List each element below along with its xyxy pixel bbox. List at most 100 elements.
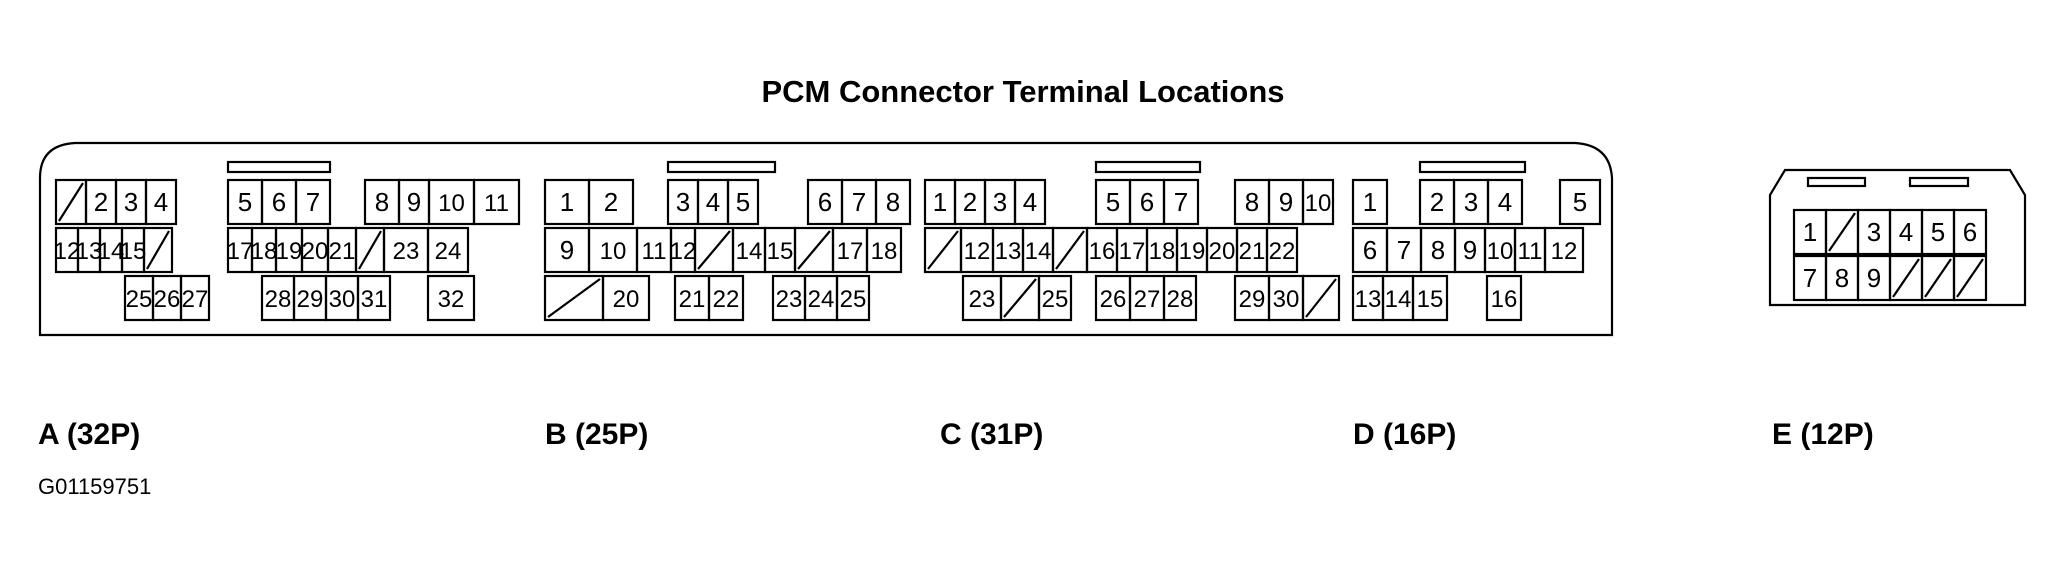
- svg-text:24: 24: [435, 238, 462, 265]
- svg-text:8: 8: [375, 187, 389, 217]
- terminal-e-4: 4: [1888, 208, 1924, 256]
- svg-text:6: 6: [1963, 217, 1977, 247]
- connector-e-label: E (12P): [1772, 418, 1874, 451]
- terminal-c-27: 27: [1128, 274, 1166, 322]
- unused-terminal: [1920, 254, 1956, 302]
- svg-text:29: 29: [1239, 286, 1266, 313]
- svg-text:15: 15: [767, 238, 794, 265]
- svg-text:30: 30: [329, 286, 356, 313]
- svg-text:11: 11: [1518, 238, 1543, 265]
- terminal-d-9: 9: [1453, 226, 1487, 274]
- terminal-c-10: 10: [1301, 178, 1335, 226]
- svg-text:24: 24: [808, 286, 835, 313]
- terminal-d-7: 7: [1385, 226, 1423, 274]
- svg-text:1: 1: [933, 187, 947, 217]
- terminal-c-20: 20: [1205, 226, 1239, 274]
- terminal-b-7: 7: [840, 178, 878, 226]
- svg-text:15: 15: [1417, 286, 1444, 313]
- terminal-d-5: 5: [1558, 178, 1602, 226]
- terminal-d-13: 13: [1351, 274, 1385, 322]
- terminal-e-5: 5: [1920, 208, 1956, 256]
- svg-text:7: 7: [1397, 235, 1411, 265]
- svg-text:11: 11: [642, 238, 667, 265]
- svg-text:12: 12: [670, 238, 697, 265]
- terminal-a-25: 25: [123, 274, 155, 322]
- terminal-b-8: 8: [874, 178, 912, 226]
- terminal-b-20: 20: [601, 274, 651, 322]
- svg-text:26: 26: [154, 286, 181, 313]
- terminal-c-17: 17: [1115, 226, 1149, 274]
- connector-d-label: D (16P): [1353, 418, 1457, 451]
- terminal-c-14: 14: [1021, 226, 1055, 274]
- terminal-a-5: 5: [226, 178, 264, 226]
- terminal-a-24: 24: [426, 226, 470, 274]
- terminal-d-1: 1: [1351, 178, 1389, 226]
- terminal-c-1: 1: [923, 178, 957, 226]
- svg-text:2: 2: [604, 187, 618, 217]
- svg-text:20: 20: [613, 286, 640, 313]
- unused-terminal: [54, 178, 88, 226]
- svg-text:9: 9: [1463, 235, 1477, 265]
- latch-bar: [1094, 160, 1202, 174]
- terminal-e-7: 7: [1792, 254, 1828, 302]
- terminal-a-19: 19: [274, 226, 304, 274]
- svg-text:30: 30: [1273, 286, 1300, 313]
- terminal-c-21: 21: [1235, 226, 1269, 274]
- svg-text:26: 26: [1100, 286, 1127, 313]
- svg-text:6: 6: [818, 187, 832, 217]
- terminal-b-14: 14: [731, 226, 767, 274]
- terminal-d-11: 11: [1513, 226, 1547, 274]
- terminal-d-10: 10: [1483, 226, 1517, 274]
- svg-text:4: 4: [706, 187, 720, 217]
- terminal-a-3: 3: [114, 178, 148, 226]
- svg-text:28: 28: [1167, 286, 1194, 313]
- connector-b-label: B (25P): [545, 418, 649, 451]
- terminal-d-12: 12: [1543, 226, 1585, 274]
- svg-text:13: 13: [76, 238, 103, 265]
- svg-text:3: 3: [993, 187, 1007, 217]
- terminal-c-30: 30: [1267, 274, 1305, 322]
- unused-terminal: [693, 226, 735, 274]
- terminal-a-23: 23: [382, 226, 430, 274]
- svg-text:20: 20: [302, 238, 329, 265]
- svg-text:1: 1: [560, 187, 574, 217]
- diagram-title: PCM Connector Terminal Locations: [761, 74, 1285, 109]
- unused-terminal: [793, 226, 835, 274]
- latch-bar: [666, 160, 777, 174]
- unused-terminal: [354, 226, 386, 274]
- terminal-b-9: 9: [543, 226, 591, 274]
- terminal-c-29: 29: [1233, 274, 1271, 322]
- svg-text:10: 10: [1487, 238, 1514, 265]
- terminal-a-8: 8: [363, 178, 401, 226]
- svg-text:5: 5: [1106, 187, 1120, 217]
- svg-text:2: 2: [1430, 187, 1444, 217]
- connector-a-label: A (32P): [38, 418, 141, 451]
- svg-text:21: 21: [1239, 238, 1266, 265]
- unused-terminal: [1824, 208, 1860, 256]
- terminal-c-18: 18: [1145, 226, 1179, 274]
- terminal-d-8: 8: [1419, 226, 1457, 274]
- svg-text:4: 4: [1498, 187, 1512, 217]
- svg-text:1: 1: [1803, 217, 1817, 247]
- terminal-b-1: 1: [543, 178, 591, 226]
- svg-text:18: 18: [251, 238, 278, 265]
- svg-text:14: 14: [1385, 286, 1412, 313]
- terminal-e-6: 6: [1952, 208, 1988, 256]
- svg-text:5: 5: [736, 187, 750, 217]
- svg-text:7: 7: [852, 187, 866, 217]
- terminal-e-8: 8: [1824, 254, 1860, 302]
- svg-text:10: 10: [1305, 190, 1332, 217]
- svg-text:10: 10: [600, 238, 627, 265]
- terminal-b-12: 12: [670, 226, 697, 274]
- svg-text:17: 17: [1119, 238, 1146, 265]
- terminal-a-6: 6: [260, 178, 298, 226]
- terminal-b-24: 24: [803, 274, 839, 322]
- terminal-b-17: 17: [831, 226, 869, 274]
- figure-code: G01159751: [38, 474, 152, 499]
- terminal-a-10: 10: [427, 178, 476, 226]
- svg-text:3: 3: [1867, 217, 1881, 247]
- terminal-b-11: 11: [635, 226, 673, 274]
- terminal-a-11: 11: [472, 178, 521, 226]
